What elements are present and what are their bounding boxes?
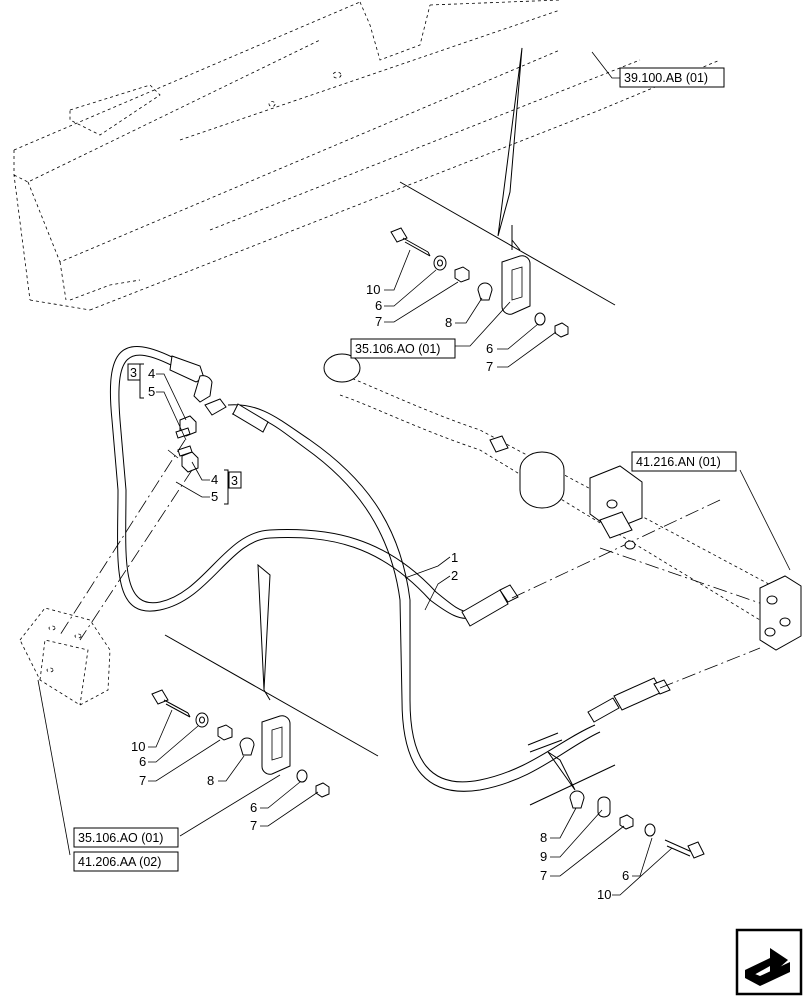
- ref-box-35-106-ao-top[interactable]: 35.106.AO (01): [350, 338, 456, 359]
- callout-10-middle: 10: [131, 739, 145, 754]
- ref-box-35-106-ao-bottom[interactable]: 35.106.AO (01): [73, 827, 179, 848]
- next-page-arrow-icon[interactable]: [735, 928, 803, 996]
- bottom-callout-leaders: [550, 807, 673, 896]
- top-callout-leaders: [384, 249, 557, 368]
- callout-5-lower: 5: [211, 489, 218, 504]
- clamp-assembly-top: [390, 227, 569, 338]
- clamp-assembly-middle: [151, 689, 330, 798]
- callout-6-bottom: 6: [622, 868, 629, 883]
- section-lines-top: [399, 47, 616, 306]
- left-mount-bracket: [19, 607, 111, 706]
- chassis-frame-outline: [13, 0, 721, 311]
- callout-2: 2: [451, 568, 458, 583]
- callout-labels: 10 6 7 8 6 7 3 4 5 3 4 5 1 2 10 6 7 8 6 …: [127, 282, 629, 902]
- callout-7-middle: 7: [139, 773, 146, 788]
- callout-7-top-right: 7: [486, 359, 493, 374]
- alignment-lines: [59, 439, 781, 689]
- group-bracket-left: [139, 363, 229, 505]
- callout-8-middle: 8: [207, 773, 214, 788]
- callout-10-top: 10: [366, 282, 380, 297]
- callout-7-middle-right: 7: [250, 818, 257, 833]
- callout-1: 1: [451, 550, 458, 565]
- callout-3-upper: 3: [130, 366, 137, 380]
- callout-6-middle: 6: [139, 754, 146, 769]
- svg-text:41.206.AA (02): 41.206.AA (02): [78, 855, 161, 869]
- callout-10-bottom: 10: [597, 887, 611, 902]
- callout-8-bottom: 8: [540, 830, 547, 845]
- adapter-fittings: [175, 415, 199, 473]
- callout-9-bottom: 9: [540, 849, 547, 864]
- callout-5-upper: 5: [148, 384, 155, 399]
- ref-box-41-206-aa[interactable]: 41.206.AA (02): [73, 851, 179, 872]
- callout-3-lower: 3: [231, 474, 238, 488]
- svg-text:39.100.AB (01): 39.100.AB (01): [624, 71, 708, 85]
- section-lines-middle: [164, 563, 379, 757]
- steering-cylinder: [323, 353, 802, 651]
- clamp-assembly-bottom: [569, 790, 705, 859]
- svg-text:35.106.AO (01): 35.106.AO (01): [78, 831, 163, 845]
- callout-6-top: 6: [375, 298, 382, 313]
- callout-6-middle-right: 6: [250, 800, 257, 815]
- callout-7-top: 7: [375, 314, 382, 329]
- callout-4-upper: 4: [148, 366, 155, 381]
- callout-8-top: 8: [445, 315, 452, 330]
- ref-box-41-216-an[interactable]: 41.216.AN (01): [631, 451, 737, 472]
- callout-6-top-right: 6: [486, 341, 493, 356]
- hydraulic-hoses: [109, 346, 671, 792]
- middle-callout-leaders: [37, 679, 319, 856]
- callout-4-lower: 4: [211, 472, 218, 487]
- svg-text:35.106.AO (01): 35.106.AO (01): [355, 342, 440, 356]
- svg-text:41.216.AN (01): 41.216.AN (01): [636, 455, 721, 469]
- section-lines-bottom: [529, 751, 616, 806]
- ref-box-39-100-ab[interactable]: 39.100.AB (01): [619, 67, 725, 88]
- callout-7-bottom: 7: [540, 868, 547, 883]
